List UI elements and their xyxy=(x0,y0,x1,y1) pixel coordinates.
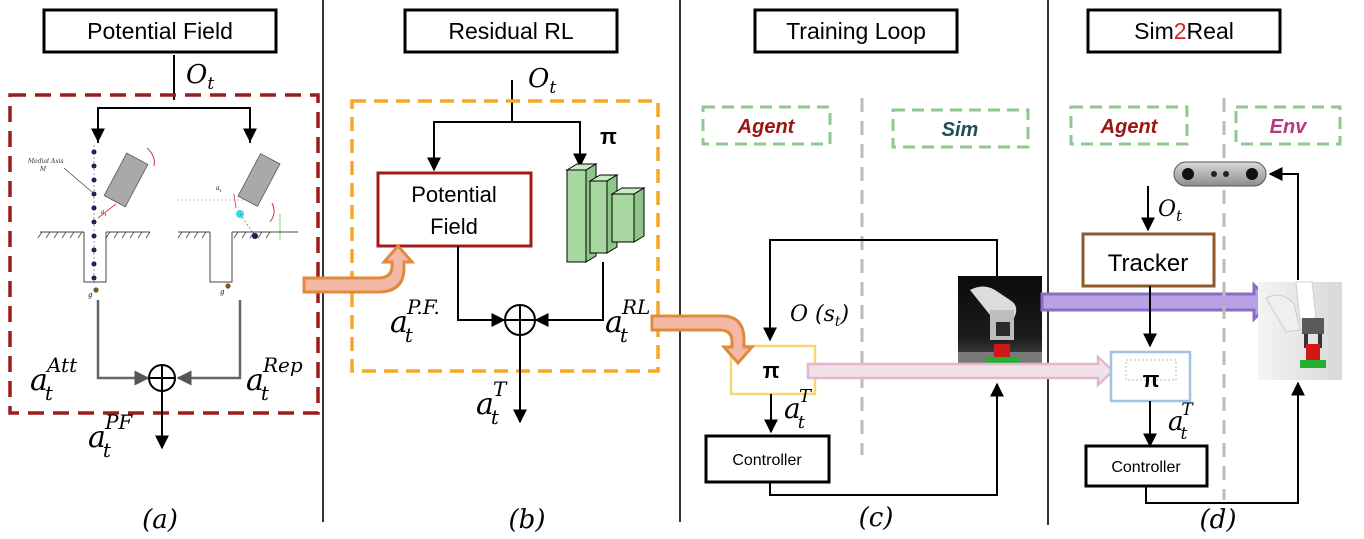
controller-label-c: Controller xyxy=(732,452,802,469)
obs-feedback-arrow-c xyxy=(763,239,998,342)
a-att-label: atAtt xyxy=(30,353,78,405)
pi-label-c: π xyxy=(763,358,780,383)
medial-axis-m: M xyxy=(39,166,47,173)
att-small-label: at xyxy=(101,209,107,217)
pf-to-sum-arrow xyxy=(457,246,506,327)
medial-axis-label: Medial Axis xyxy=(27,158,64,165)
panel-b-title: Residual RL xyxy=(448,18,573,44)
controller-label-d: Controller xyxy=(1111,459,1181,476)
a-rl-label: atRL xyxy=(605,295,650,347)
panel-a-title-box xyxy=(42,8,278,54)
branch-lines-a xyxy=(97,107,251,143)
a-t-label-b: atT xyxy=(476,377,508,429)
pf-block-line2: Field xyxy=(430,214,478,239)
panel-a-title: Potential Field xyxy=(87,18,233,44)
caption-a: (a) xyxy=(142,505,178,535)
obs-label-a: Ot xyxy=(186,60,214,94)
panel-b-title-box xyxy=(403,8,619,54)
policy-transfer-arrow xyxy=(806,354,1115,388)
sim-label: Sim xyxy=(942,119,979,141)
controller-to-sim-arrow xyxy=(769,382,1004,496)
panel-c: Training Loop Agent Sim O (st) π atT Con… xyxy=(701,8,1042,533)
a-pf-dot-label: atP.F. xyxy=(390,295,440,347)
obs-state-label: O (st) xyxy=(790,302,849,330)
policy-network-icon xyxy=(565,163,646,263)
obs-label-b: Ot xyxy=(528,64,556,98)
panel-a: Potential Field Ot g Medial Axis M at xyxy=(8,8,320,535)
panel-c-title-box xyxy=(753,8,959,54)
peg-right xyxy=(237,153,281,207)
agent-tag-d xyxy=(1069,105,1189,146)
a-pf-label: atPF xyxy=(88,410,133,462)
residual-dashed-box xyxy=(350,99,660,373)
att-arrow xyxy=(96,300,150,386)
env-tag xyxy=(1234,105,1342,146)
attraction-sketch: g Medial Axis M at xyxy=(27,145,155,299)
goal-label-right: g xyxy=(220,288,225,296)
rep-small-label: at xyxy=(216,185,222,193)
caption-d: (d) xyxy=(1200,505,1237,535)
camera-icon xyxy=(1173,161,1267,187)
real-robot-image xyxy=(1258,281,1342,380)
obs-label-d: Ot xyxy=(1158,197,1183,225)
pi-label-d: π xyxy=(1143,367,1160,392)
panel-d-title: Sim2Real xyxy=(1134,18,1234,44)
branch-lines-b xyxy=(433,121,581,170)
panel-d: Sim2Real Agent Env Ot Tracker π atT Cont… xyxy=(1069,8,1342,535)
tracker-box[interactable] xyxy=(1081,232,1216,288)
env-to-camera-arrow xyxy=(1268,167,1299,280)
pf-block-line1: Potential xyxy=(411,182,497,207)
panel-c-title: Training Loop xyxy=(786,18,926,44)
sim-tag xyxy=(891,108,1030,149)
repulsion-sketch: at g xyxy=(177,153,298,296)
controller-box-c[interactable] xyxy=(704,434,831,484)
panel-d-title-box xyxy=(1086,8,1282,54)
agent-label-c: Agent xyxy=(737,116,796,138)
peg-left xyxy=(103,152,149,208)
a-t-label-c: atT xyxy=(784,386,813,433)
a-t-label-d: atT xyxy=(1168,400,1194,444)
tracker-label: Tracker xyxy=(1108,250,1188,277)
agent-label-d: Agent xyxy=(1100,116,1159,138)
env-label: Env xyxy=(1270,116,1309,138)
sim-to-real-arrow xyxy=(1040,281,1275,323)
potential-field-dashed-box xyxy=(8,93,320,415)
agent-tag-c xyxy=(701,105,832,146)
flow-arrow-b-to-c xyxy=(650,314,756,366)
rep-arrow xyxy=(176,300,242,386)
potential-field-block[interactable] xyxy=(376,171,533,248)
a-rep-label: atRep xyxy=(246,353,303,405)
controller-to-env-arrow xyxy=(1145,381,1305,504)
rl-to-sum-arrow xyxy=(534,262,604,327)
flow-arrow-a-to-b xyxy=(302,243,416,294)
caption-c: (c) xyxy=(859,503,894,533)
panel-b: Residual RL Ot π Potential Field a xyxy=(350,8,660,535)
pi-label-b: π xyxy=(600,124,617,149)
caption-b: (b) xyxy=(509,505,546,535)
goal-label-left: g xyxy=(88,291,93,299)
